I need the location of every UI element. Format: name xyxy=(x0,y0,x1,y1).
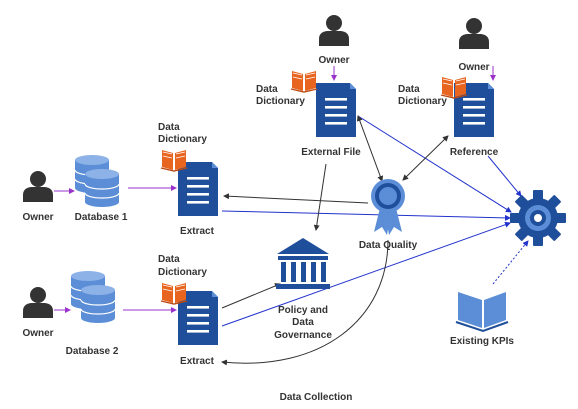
owner-4-person-icon xyxy=(459,18,489,49)
dictionary-3-book-icon xyxy=(290,70,318,93)
award-ribbon-icon xyxy=(371,179,405,235)
dictionary-2-label-line2: Dictionary xyxy=(158,267,207,278)
extract-2-label: Extract xyxy=(180,356,215,367)
database-2-icon xyxy=(71,271,115,323)
owner-1-label: Owner xyxy=(22,212,53,223)
owner-3-person-icon xyxy=(319,15,349,46)
extract-2-to-gear-arrow xyxy=(221,221,511,327)
data-quality-label: Data Quality xyxy=(359,240,418,251)
dictionary-2-label-line1: Data xyxy=(158,254,180,265)
dictionary-4-label-line1: Data xyxy=(398,84,420,95)
extract-1-to-gear-arrow xyxy=(221,210,511,221)
connectors xyxy=(54,66,529,366)
existing-kpis-label: Existing KPIs xyxy=(450,336,514,347)
kpi-open-book-icon xyxy=(455,292,509,333)
external-file-label: External File xyxy=(301,147,361,158)
reference-to-gear-arrow xyxy=(487,155,522,197)
extract-2-to-governance-arrow xyxy=(221,283,281,309)
external-file-document-icon xyxy=(316,83,356,137)
owner-4-label: Owner xyxy=(458,62,489,73)
quality-reference-arrow xyxy=(402,135,449,181)
gear-icon xyxy=(510,190,566,246)
owner-2-person-icon xyxy=(23,287,53,318)
owner-3-label: Owner xyxy=(318,55,349,66)
dictionary-4-label-line2: Dictionary xyxy=(398,96,447,107)
extract-1-label: Extract xyxy=(180,226,215,237)
dictionary-3-label-line2: Dictionary xyxy=(256,96,305,107)
database-2-label: Database 2 xyxy=(66,346,119,357)
quality-to-extract-2-curve xyxy=(221,239,389,366)
quality-external-file-arrow xyxy=(356,115,384,182)
data-collection-caption: Data Collection xyxy=(280,392,353,403)
policy-label-line1: Policy and xyxy=(278,305,328,316)
database-1-icon xyxy=(75,155,119,207)
kpis-to-gear-arrow xyxy=(492,240,529,285)
owner-1-person-icon xyxy=(23,171,53,202)
owner-2-label: Owner xyxy=(22,328,53,339)
dictionary-1-label-line2: Dictionary xyxy=(158,134,207,145)
quality-to-extract-1-arrow xyxy=(223,193,369,204)
dictionary-1-label-line1: Data xyxy=(158,122,180,133)
reference-label: Reference xyxy=(450,147,499,158)
policy-label-line3: Governance xyxy=(274,330,332,341)
extract-1-document-icon xyxy=(178,162,218,216)
building-columns-icon xyxy=(276,238,330,289)
database-1-label: Database 1 xyxy=(75,212,128,223)
external-file-to-governance-arrow xyxy=(313,163,327,231)
dictionary-3-label-line1: Data xyxy=(256,84,278,95)
policy-label-line2: Data xyxy=(292,317,314,328)
